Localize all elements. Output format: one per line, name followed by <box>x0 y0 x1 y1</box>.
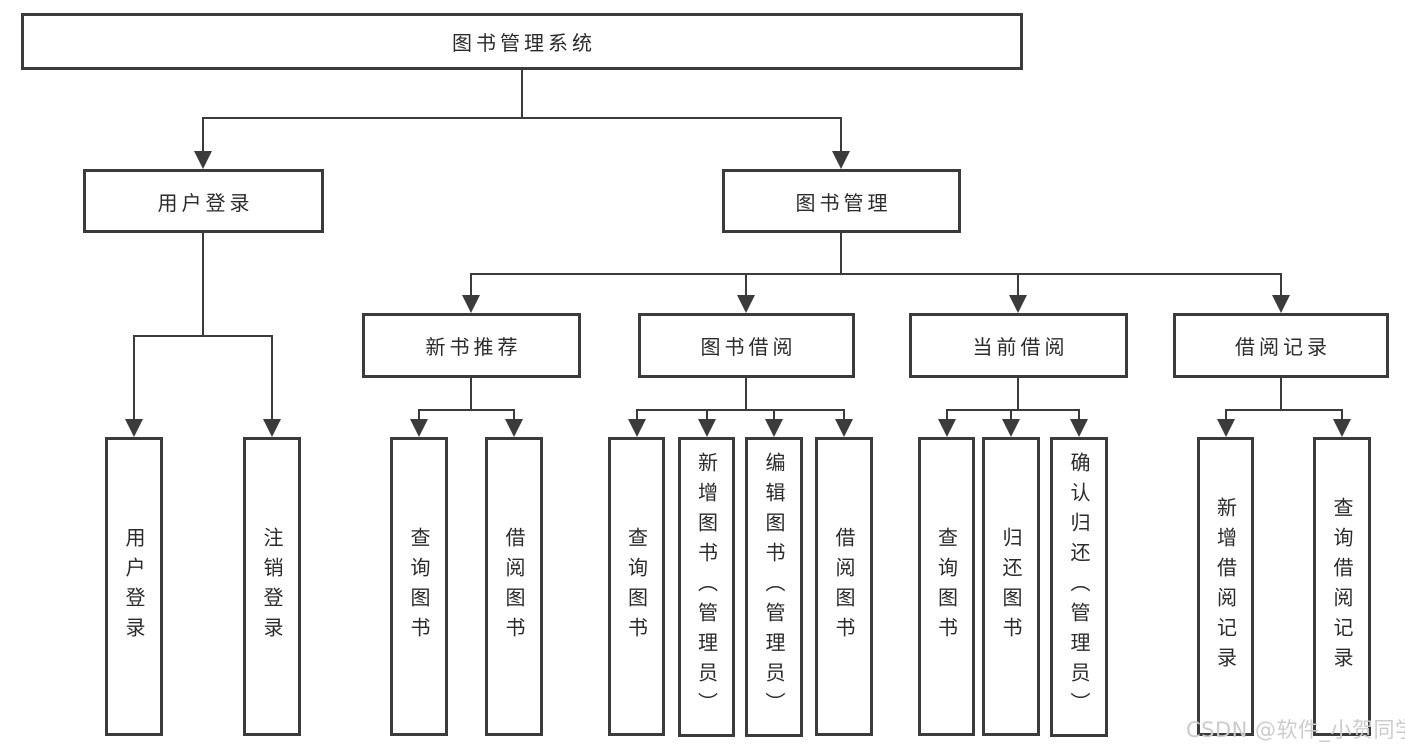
node-label-book-borrowing: 图书借阅 <box>700 335 797 359</box>
arrowhead-icon <box>1009 295 1027 313</box>
node-current-borrowing: 当前借阅 <box>909 313 1128 378</box>
node-label-edit-books-admin: 编辑图书（管理员） <box>762 452 786 722</box>
node-user-login: 用户登录 <box>105 437 163 736</box>
connector-drop-1-0 <box>470 273 472 299</box>
node-query-borrow-record: 查询借阅记录 <box>1313 437 1371 736</box>
arrowhead-icon <box>938 419 956 437</box>
node-label-user-login-branch: 用户登录 <box>157 190 254 215</box>
connector-drop-3-0 <box>418 409 420 423</box>
node-label-add-borrow-record: 新增借阅记录 <box>1213 496 1238 677</box>
node-label-add-books-admin: 新增图书（管理员） <box>694 452 719 722</box>
connector-trunk-4 <box>745 378 747 411</box>
node-borrowing-records: 借阅记录 <box>1173 313 1389 378</box>
connector-rail-4 <box>636 409 845 411</box>
connector-drop-4-0 <box>636 409 638 423</box>
arrowhead-icon <box>835 419 853 437</box>
arrowhead-icon <box>832 151 850 169</box>
node-label-logout-login: 注销登录 <box>260 526 284 647</box>
connector-drop-6-0 <box>1225 409 1227 423</box>
node-borrow-books-recommend: 借阅图书 <box>485 437 543 736</box>
connector-trunk-5 <box>1017 378 1019 411</box>
connector-trunk-2 <box>202 233 204 337</box>
connector-trunk-6 <box>1280 378 1282 411</box>
arrowhead-icon <box>1272 295 1290 313</box>
connector-drop-5-2 <box>1078 409 1080 423</box>
csdn-watermark: CSDN @软件_小贺同学 <box>1186 718 1405 742</box>
connector-drop-0-0 <box>202 117 204 155</box>
arrowhead-icon <box>505 419 523 437</box>
node-add-books-admin: 新增图书（管理员） <box>678 437 735 737</box>
node-label-return-books: 归还图书 <box>999 526 1023 647</box>
node-label-current-borrowing: 当前借阅 <box>972 335 1069 359</box>
node-label-query-books-recommend: 查询图书 <box>407 526 431 647</box>
connector-trunk-3 <box>470 378 472 411</box>
node-confirm-return-admin: 确认归还（管理员） <box>1050 437 1108 737</box>
connector-drop-1-3 <box>1280 273 1282 299</box>
node-label-root: 图书管理系统 <box>452 31 596 55</box>
connector-drop-5-0 <box>946 409 948 423</box>
node-label-query-borrow-record: 查询借阅记录 <box>1330 496 1354 677</box>
connector-trunk-0 <box>521 70 523 119</box>
node-label-borrowing-records: 借阅记录 <box>1235 335 1331 359</box>
connector-trunk-1 <box>840 233 842 275</box>
node-book-management: 图书管理 <box>722 169 961 233</box>
node-user-login-branch: 用户登录 <box>83 169 324 233</box>
node-label-query-books-current: 查询图书 <box>934 526 959 647</box>
connector-drop-3-1 <box>513 409 515 423</box>
node-logout-login: 注销登录 <box>243 437 301 736</box>
connector-drop-2-1 <box>271 335 273 423</box>
node-label-user-login: 用户登录 <box>122 526 146 647</box>
node-label-book-management: 图书管理 <box>795 190 892 215</box>
connector-rail-2 <box>133 335 273 337</box>
node-label-confirm-return-admin: 确认归还（管理员） <box>1067 452 1091 722</box>
node-query-books-recommend: 查询图书 <box>390 437 448 736</box>
connector-drop-1-2 <box>1017 273 1019 299</box>
arrowhead-icon <box>1070 419 1088 437</box>
node-query-books-current: 查询图书 <box>918 437 975 736</box>
node-edit-books-admin: 编辑图书（管理员） <box>745 437 803 737</box>
arrowhead-icon <box>194 151 212 169</box>
arrowhead-icon <box>1333 419 1351 437</box>
connector-rail-1 <box>470 273 1282 275</box>
connector-drop-2-0 <box>133 335 135 423</box>
node-label-new-book-recommend: 新书推荐 <box>425 335 522 359</box>
arrowhead-icon <box>263 419 281 437</box>
node-new-book-recommend: 新书推荐 <box>362 313 581 378</box>
connector-drop-4-2 <box>773 409 775 423</box>
arrowhead-icon <box>628 419 646 437</box>
connector-drop-4-1 <box>706 409 708 423</box>
arrowhead-icon <box>765 419 783 437</box>
node-label-borrow-books-recommend: 借阅图书 <box>502 526 526 647</box>
connector-rail-5 <box>946 409 1080 411</box>
connector-drop-4-3 <box>843 409 845 423</box>
node-borrow-books-borrowing: 借阅图书 <box>815 437 873 736</box>
node-add-borrow-record: 新增借阅记录 <box>1197 437 1254 736</box>
node-return-books: 归还图书 <box>982 437 1040 736</box>
connector-drop-6-1 <box>1341 409 1343 423</box>
connector-rail-6 <box>1225 409 1343 411</box>
arrowhead-icon <box>737 295 755 313</box>
node-label-borrow-books-borrowing: 借阅图书 <box>832 526 856 647</box>
connector-rail-3 <box>418 409 515 411</box>
arrowhead-icon <box>1217 419 1235 437</box>
arrowhead-icon <box>125 419 143 437</box>
connector-drop-1-1 <box>745 273 747 299</box>
arrowhead-icon <box>410 419 428 437</box>
connector-drop-5-1 <box>1010 409 1012 423</box>
node-root: 图书管理系统 <box>21 13 1023 70</box>
connector-drop-0-1 <box>840 117 842 155</box>
arrowhead-icon <box>1002 419 1020 437</box>
node-query-books-borrowing: 查询图书 <box>608 437 665 736</box>
arrowhead-icon <box>462 295 480 313</box>
node-book-borrowing: 图书借阅 <box>638 313 855 378</box>
connector-rail-0 <box>202 117 842 119</box>
arrowhead-icon <box>698 419 716 437</box>
node-label-query-books-borrowing: 查询图书 <box>624 526 649 647</box>
